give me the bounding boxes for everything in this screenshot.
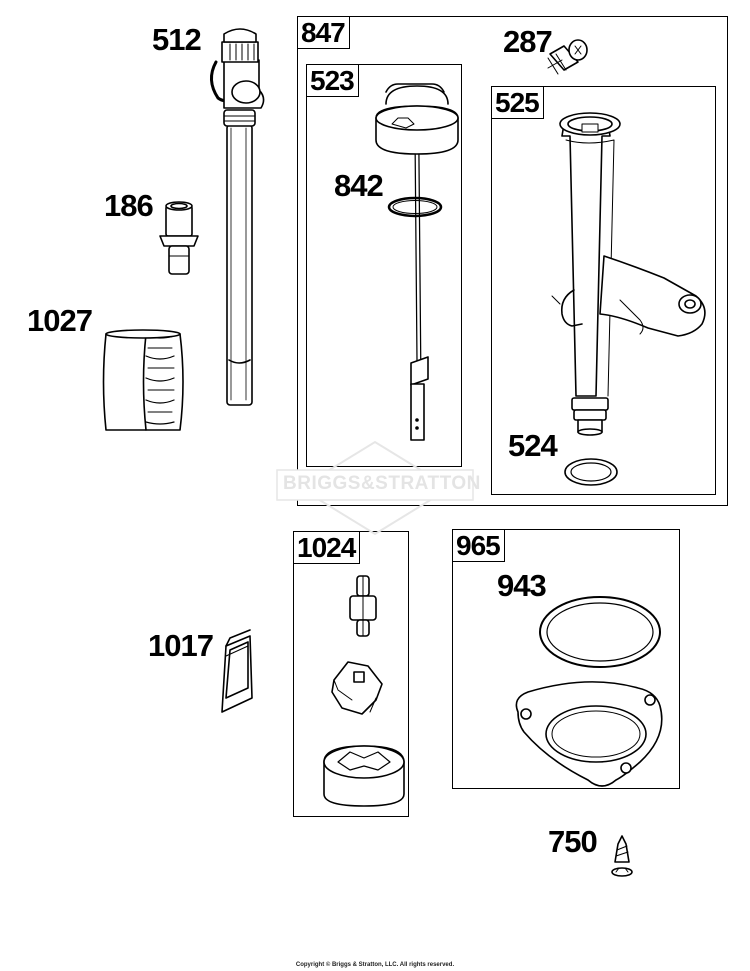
group-box-965 bbox=[452, 529, 680, 789]
group-label-523: 523 bbox=[306, 64, 359, 97]
screw-illustration bbox=[547, 39, 588, 75]
group-box-523 bbox=[306, 64, 462, 467]
group-label-1024: 1024 bbox=[293, 531, 361, 564]
oil-pump-rotor-illustration bbox=[331, 661, 383, 715]
oil-fill-tube-illustration bbox=[551, 112, 706, 436]
part-label-186: 186 bbox=[104, 188, 154, 223]
part-label-287: 287 bbox=[503, 24, 553, 59]
part-label-750: 750 bbox=[548, 824, 598, 859]
group-box-847 bbox=[297, 16, 728, 506]
cover-plate-illustration bbox=[515, 681, 663, 787]
part-label-1027: 1027 bbox=[27, 303, 93, 338]
oil-pump-housing-illustration bbox=[323, 745, 405, 807]
group-label-847: 847 bbox=[297, 16, 350, 49]
part-label-512: 512 bbox=[152, 22, 202, 57]
group-label-525: 525 bbox=[491, 86, 544, 119]
part-label-842: 842 bbox=[334, 168, 384, 203]
part-label-524: 524 bbox=[508, 428, 558, 463]
dipstick-cap-illustration bbox=[375, 83, 459, 441]
copyright-text: Copyright © Briggs & Stratton, LLC. All … bbox=[295, 962, 455, 968]
screw-bottom-illustration bbox=[611, 835, 633, 877]
group-box-525 bbox=[491, 86, 716, 495]
oil-pump-shaft-illustration bbox=[349, 575, 377, 637]
gasket-ring-illustration bbox=[539, 596, 661, 668]
o-ring-illustration bbox=[564, 458, 618, 486]
oil-filter-illustration bbox=[102, 329, 184, 431]
part-label-943: 943 bbox=[497, 568, 547, 603]
fitting-illustration bbox=[159, 201, 199, 275]
watermark-text: BRIGGS&STRATTON bbox=[283, 473, 481, 494]
group-label-965: 965 bbox=[452, 529, 505, 562]
filter-adapter-illustration bbox=[221, 629, 253, 713]
part-label-1017: 1017 bbox=[148, 628, 214, 663]
dipstick-tube-illustration bbox=[210, 28, 265, 406]
